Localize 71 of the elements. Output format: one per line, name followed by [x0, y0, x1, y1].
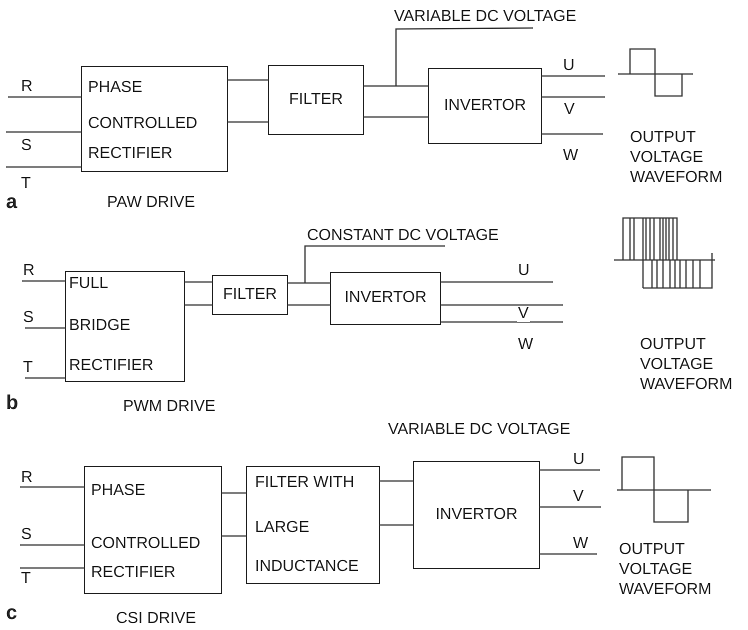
- block-box: [268, 65, 364, 135]
- block-text: BRIDGE: [69, 317, 130, 335]
- connector-line: [380, 480, 413, 482]
- connector-line: [20, 544, 84, 546]
- connector-line: [228, 121, 268, 123]
- connector-line: [380, 524, 413, 526]
- connector-line: [6, 166, 81, 168]
- connector-line: [222, 492, 246, 494]
- block-box: [81, 66, 228, 172]
- leader-line: [304, 245, 445, 283]
- block-text: INVERTOR: [343, 289, 428, 307]
- connector-line: [25, 327, 65, 329]
- connector-line: [540, 469, 600, 471]
- connector-line: [441, 321, 563, 323]
- block-text: FULL: [69, 275, 108, 293]
- waveform-caption: OUTPUT VOLTAGE WAVEFORM: [619, 540, 712, 600]
- connector-line: [185, 281, 212, 283]
- connector-line: [6, 131, 81, 133]
- block-text: PHASE: [91, 482, 146, 500]
- connector-line: [288, 282, 330, 284]
- connector-line: [222, 535, 246, 537]
- block-text: INDUCTANCE: [255, 558, 359, 576]
- block-box: [212, 275, 288, 315]
- block-text: PHASE: [88, 79, 142, 97]
- panel-letter: b: [6, 394, 18, 412]
- connector-line: [542, 96, 605, 98]
- connector-line: [25, 377, 65, 379]
- connector-line: [228, 79, 268, 81]
- block-box: [246, 466, 380, 584]
- block-box: [428, 68, 542, 144]
- block-text: CONTROLLED: [88, 115, 198, 133]
- connector-line: [8, 96, 81, 98]
- waveform-caption: OUTPUT VOLTAGE WAVEFORM: [630, 128, 724, 188]
- panel-letter: c: [6, 604, 18, 622]
- leader-line: [395, 27, 533, 86]
- drive-caption: PAW DRIVE: [107, 194, 196, 212]
- block-text: INVERTOR: [442, 96, 528, 114]
- connector-line: [20, 567, 84, 569]
- connector-line: [542, 75, 605, 77]
- phase-label: V: [517, 306, 530, 322]
- voltage-annotation: CONSTANT DC VOLTAGE: [307, 226, 529, 246]
- connector-line: [364, 85, 428, 87]
- voltage-annotation: VARIABLE DC VOLTAGE: [388, 421, 570, 439]
- connector-line: [20, 486, 84, 488]
- block-text: RECTIFIER: [88, 145, 172, 163]
- connector-line: [441, 281, 553, 283]
- block-text: RECTIFIER: [91, 564, 176, 582]
- block-text: CONTROLLED: [91, 535, 200, 553]
- connector-line: [441, 304, 563, 306]
- block-box: [413, 461, 540, 569]
- connector-line: [364, 116, 428, 118]
- block-text: LARGE: [255, 519, 310, 537]
- drive-caption: CSI DRIVE: [116, 610, 196, 628]
- panel-letter: a: [6, 193, 18, 211]
- block-text: INVERTOR: [434, 506, 519, 524]
- connector-line: [185, 304, 212, 306]
- connector-line: [22, 280, 65, 282]
- block-text: FILTER: [222, 286, 278, 304]
- drive-caption: PWM DRIVE: [123, 398, 216, 416]
- waveform-caption: OUTPUT VOLTAGE WAVEFORM: [640, 335, 734, 395]
- connector-line: [542, 133, 603, 135]
- block-text: FILTER WITH: [255, 474, 354, 492]
- voltage-annotation: VARIABLE DC VOLTAGE: [394, 6, 606, 28]
- block-box: [65, 271, 185, 382]
- block-text: FILTER: [288, 90, 344, 108]
- block-box: [330, 272, 441, 325]
- connector-line: [540, 553, 597, 555]
- connector-line: [540, 506, 601, 508]
- connector-line: [288, 304, 330, 306]
- block-box: [84, 466, 222, 594]
- block-text: RECTIFIER: [69, 357, 154, 375]
